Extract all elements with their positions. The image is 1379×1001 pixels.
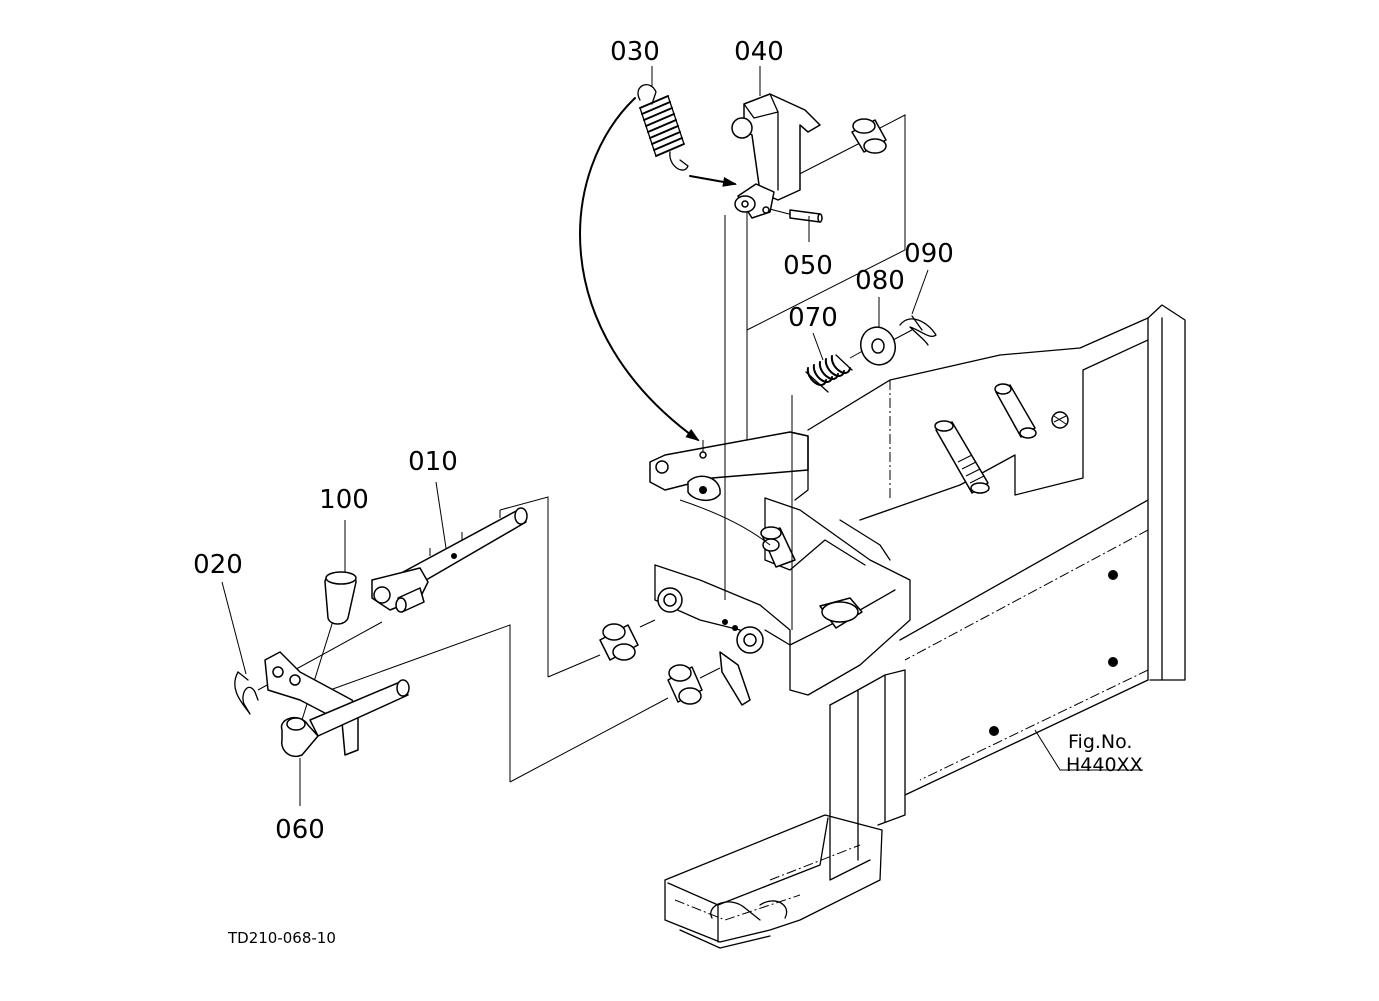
figure-reference: Fig.No. H440XX [1066, 731, 1143, 776]
label-020: 020 [193, 550, 243, 580]
part-090-clip [899, 315, 937, 346]
label-090: 090 [904, 239, 954, 269]
drawing-code: TD210-068-10 [227, 929, 336, 947]
part-labels: 010 020 030 040 050 060 070 080 090 100 [193, 37, 954, 845]
frame-plate [807, 304, 1186, 796]
label-030: 030 [610, 37, 660, 67]
label-060: 060 [275, 815, 325, 845]
bracket-top-bushing [851, 118, 887, 154]
part-100-cap [324, 571, 357, 625]
callout-leaders [221, 66, 1143, 806]
figure-label: Fig.No. [1068, 731, 1132, 753]
figure-number: H440XX [1066, 754, 1143, 776]
label-040: 040 [734, 37, 784, 67]
bracket-bushing [760, 526, 796, 568]
frame-studs [934, 383, 1069, 494]
reference-lines [257, 114, 913, 783]
label-100: 100 [319, 485, 369, 515]
part-030-spring [637, 84, 689, 171]
part-040-bracket [731, 93, 821, 219]
label-070: 070 [788, 303, 838, 333]
label-080: 080 [855, 266, 905, 296]
part-050-pin [789, 209, 823, 223]
lever-arm [649, 431, 809, 502]
bushing-upper [599, 623, 639, 661]
part-010-shaft [371, 507, 528, 613]
part-060-pin [264, 651, 410, 757]
assembly-arrows [579, 97, 737, 442]
pedal-arm [664, 669, 906, 949]
bushing-lower [667, 664, 703, 705]
pedal-bracket [654, 497, 911, 706]
part-070-spring [805, 354, 853, 393]
label-050: 050 [783, 251, 833, 281]
part-080-washer [860, 326, 896, 366]
label-010: 010 [408, 447, 458, 477]
part-020-clip [234, 671, 259, 715]
